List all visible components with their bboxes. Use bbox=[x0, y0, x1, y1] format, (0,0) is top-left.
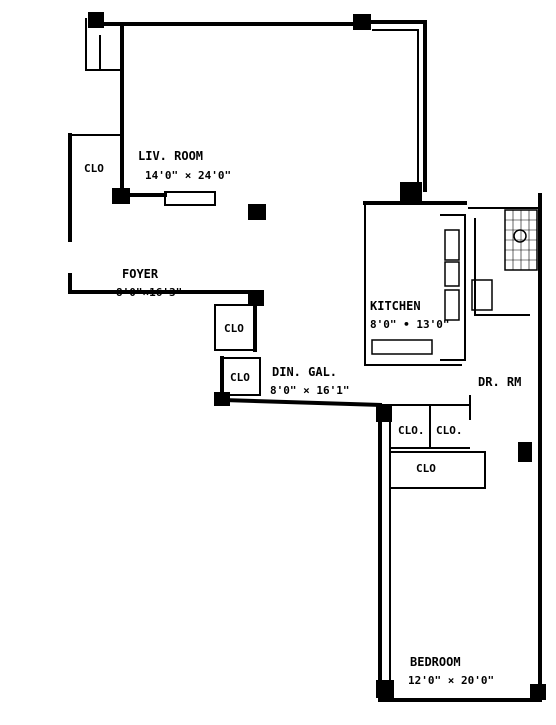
dining-gallery-name: DIN. GAL. bbox=[272, 365, 337, 379]
kitchen-dims: 8'0" • 13'0" bbox=[370, 318, 449, 331]
foyer-dims: 8'0"×16'3" bbox=[116, 286, 182, 299]
living-room-name: LIV. ROOM bbox=[138, 149, 203, 163]
walls bbox=[68, 18, 542, 702]
kitchen-fixtures bbox=[371, 229, 460, 355]
living-room-dims: 14'0" × 24'0" bbox=[145, 169, 231, 182]
closet-bed-2: CLO. bbox=[436, 424, 463, 437]
foyer-name: FOYER bbox=[122, 267, 159, 281]
kitchen-name: KITCHEN bbox=[370, 299, 421, 313]
closet-living: CLO bbox=[84, 162, 104, 175]
closet-dining: CLO bbox=[230, 371, 250, 384]
dining-gallery-dims: 8'0" × 16'1" bbox=[270, 384, 349, 397]
closet-labels: CLO CLO CLO CLO. CLO. CLO bbox=[84, 162, 463, 475]
bedroom-dims: 12'0" × 20'0" bbox=[408, 674, 494, 687]
bedroom-name: BEDROOM bbox=[410, 655, 461, 669]
bath-fixtures bbox=[471, 209, 538, 316]
closet-bed-3: CLO bbox=[416, 462, 436, 475]
columns bbox=[88, 12, 546, 700]
closet-bed-1: CLO. bbox=[398, 424, 425, 437]
closet-foyer: CLO bbox=[224, 322, 244, 335]
room-labels: LIV. ROOM 14'0" × 24'0" FOYER 8'0"×16'3"… bbox=[116, 149, 521, 687]
dining-room-name: DR. RM bbox=[478, 375, 521, 389]
